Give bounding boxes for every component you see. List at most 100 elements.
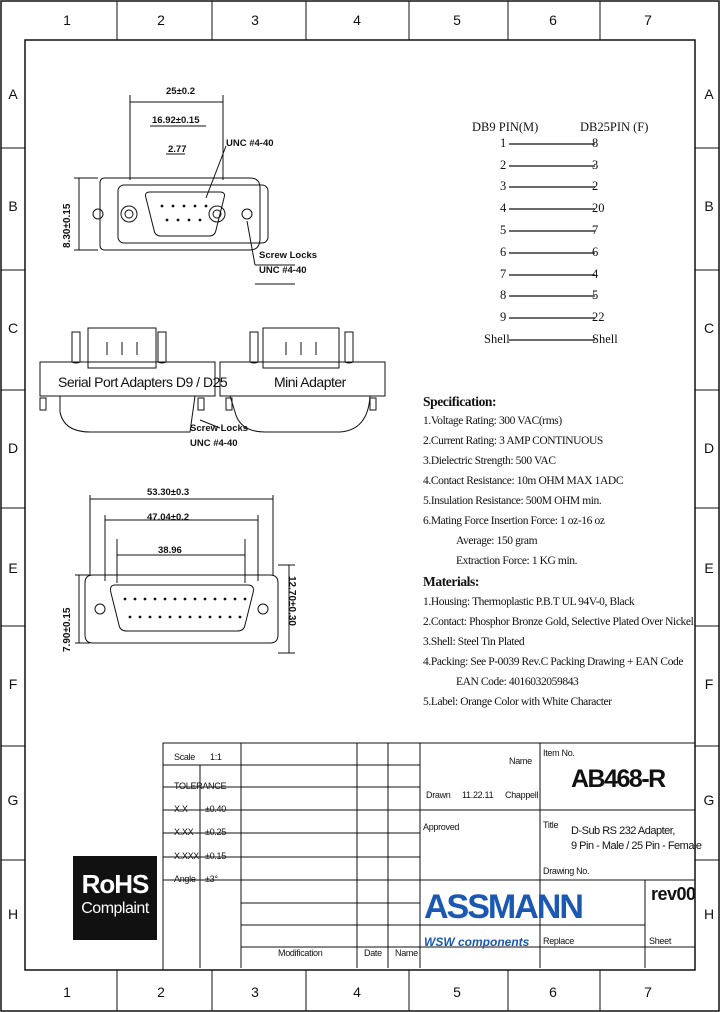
spec-heading: Specification: [423,394,497,409]
pin-right: 3 [592,158,599,172]
side-view-serial [39,327,216,433]
title-label: Title [543,820,559,830]
item-number: AB468-R [571,765,666,793]
row-letter: B [8,198,18,214]
d25-dim-mount-label: 47.04±0.2 [147,512,190,523]
scale-value: 1:1 [210,752,222,762]
pin-left: 1 [500,136,507,150]
pin-left: 2 [500,158,507,172]
col-number: 4 [353,12,361,28]
pin-right: 6 [592,245,599,259]
dim-mount-label: 16.92±0.15 [152,115,200,126]
spec-line: 3.Dielectric Strength: 500 VAC [423,455,556,467]
tolerance-key: X.XX [174,827,194,837]
pin-left: 8 [500,288,507,302]
spec-line: Extraction Force: 1 KG min. [456,555,578,567]
materials-line: EAN Code: 4016032059843 [456,676,579,688]
thread-label: UNC #4-40 [226,138,274,149]
tolerance-key: Angle [174,874,196,884]
row-letter: C [7,320,19,336]
pinout-header-left: DB9 PIN(M) [472,120,539,134]
title-line: 9 Pin - Male / 25 Pin - Female [571,840,702,852]
name-col-label: Name [395,948,418,958]
scale-label: Scale [174,752,196,762]
col-number: 5 [453,12,461,28]
pinout-wires [509,143,595,341]
row-letter: D [7,440,19,456]
replace-label: Replace [543,936,574,946]
drawn-name: Chappell [505,790,539,800]
col-number: 1 [63,12,71,28]
pin-right: 5 [592,288,599,302]
pin-right: 4 [592,267,599,281]
rohs-title: RoHS [81,869,150,899]
row-letter: B [704,198,714,214]
row-letter: A [8,86,18,102]
col-number: 6 [549,12,557,28]
materials-line: 5.Label: Orange Color with White Charact… [423,696,612,708]
spec-line: 4.Contact Resistance: 10m OHM MAX 1ADC [423,475,624,487]
row-letter: E [8,560,18,576]
connector-drawings [39,95,386,433]
d25-dim-pitch-label: 38.96 [158,545,182,556]
pin-left: 9 [500,310,507,324]
pin-right: Shell [592,332,618,346]
dim-height-label: 8.30±0.15 [62,203,73,248]
materials-line: 4.Packing: See P-0039 Rev.C Packing Draw… [423,656,684,668]
assmann-logo: ASSMANN [424,888,584,926]
pin-right: 22 [592,310,605,324]
spec-line: 1.Voltage Rating: 300 VAC(rms) [423,415,562,427]
d25-dim-overall-label: 53.30±0.3 [147,487,190,498]
item-no-label: Item No. [543,748,575,758]
dim-pitch-label: 2.77 [168,144,187,155]
pin-left: 3 [500,179,507,193]
drawing-no-label: Drawing No. [543,866,590,876]
dim-overall-label: 25±0.2 [166,86,195,97]
row-letter: G [7,792,19,808]
rohs-subtitle: Complaint [81,900,149,917]
tolerance-value: ±0.40 [205,804,226,814]
materials-line: 3.Shell: Steel Tin Plated [423,636,525,648]
row-letter: A [704,86,714,102]
col-number: 1 [63,984,71,1000]
pin-right: 8 [592,136,599,150]
title-block-grid [162,742,696,970]
wsw-logo: WSW components [424,935,530,949]
col-number: 7 [644,12,652,28]
col-number: 3 [251,984,259,1000]
col-number: 2 [157,12,165,28]
serial-adapter-label: Serial Port Adapters D9 / D25 [58,374,228,390]
bottom-view-d25 [75,495,295,654]
name-label: Name [509,756,532,766]
col-number: 3 [251,12,259,28]
tolerance-label: TOLERANCE [174,781,227,791]
mini-adapter-label: Mini Adapter [274,374,346,390]
row-letter: H [703,906,715,922]
d25-dim-flange-label: 12.70±0.30 [286,576,297,626]
col-number: 6 [549,984,557,1000]
rohs-badge: RoHS Complaint [73,856,157,940]
sheet-label: Sheet [649,936,672,946]
row-letter: F [8,676,18,692]
materials-line: 2.Contact: Phosphor Bronze Gold, Selecti… [423,616,694,628]
pin-right: 20 [592,201,605,215]
row-letter: G [703,792,715,808]
tolerance-value: ±0.25 [205,827,226,837]
drawn-date: 11.22.11 [462,790,494,800]
top-view-d9 [74,95,295,285]
tolerance-key: X.XXX [174,851,200,861]
materials-line: 1.Housing: Thermoplastic P.B.T UL 94V-0,… [423,596,635,608]
pin-left: Shell [484,332,510,346]
pin-right: 2 [592,179,599,193]
tolerance-key: X.X [174,804,188,814]
drawn-label: Drawn [426,790,451,800]
spec-line: 6.Mating Force Insertion Force: 1 oz-16 … [423,515,605,527]
row-letter: F [704,676,714,692]
row-letter: E [704,560,714,576]
pin-left: 5 [500,223,507,237]
side-screw-locks-label: Screw Locks [190,423,249,434]
pin-left: 6 [500,245,507,259]
col-number: 5 [453,984,461,1000]
